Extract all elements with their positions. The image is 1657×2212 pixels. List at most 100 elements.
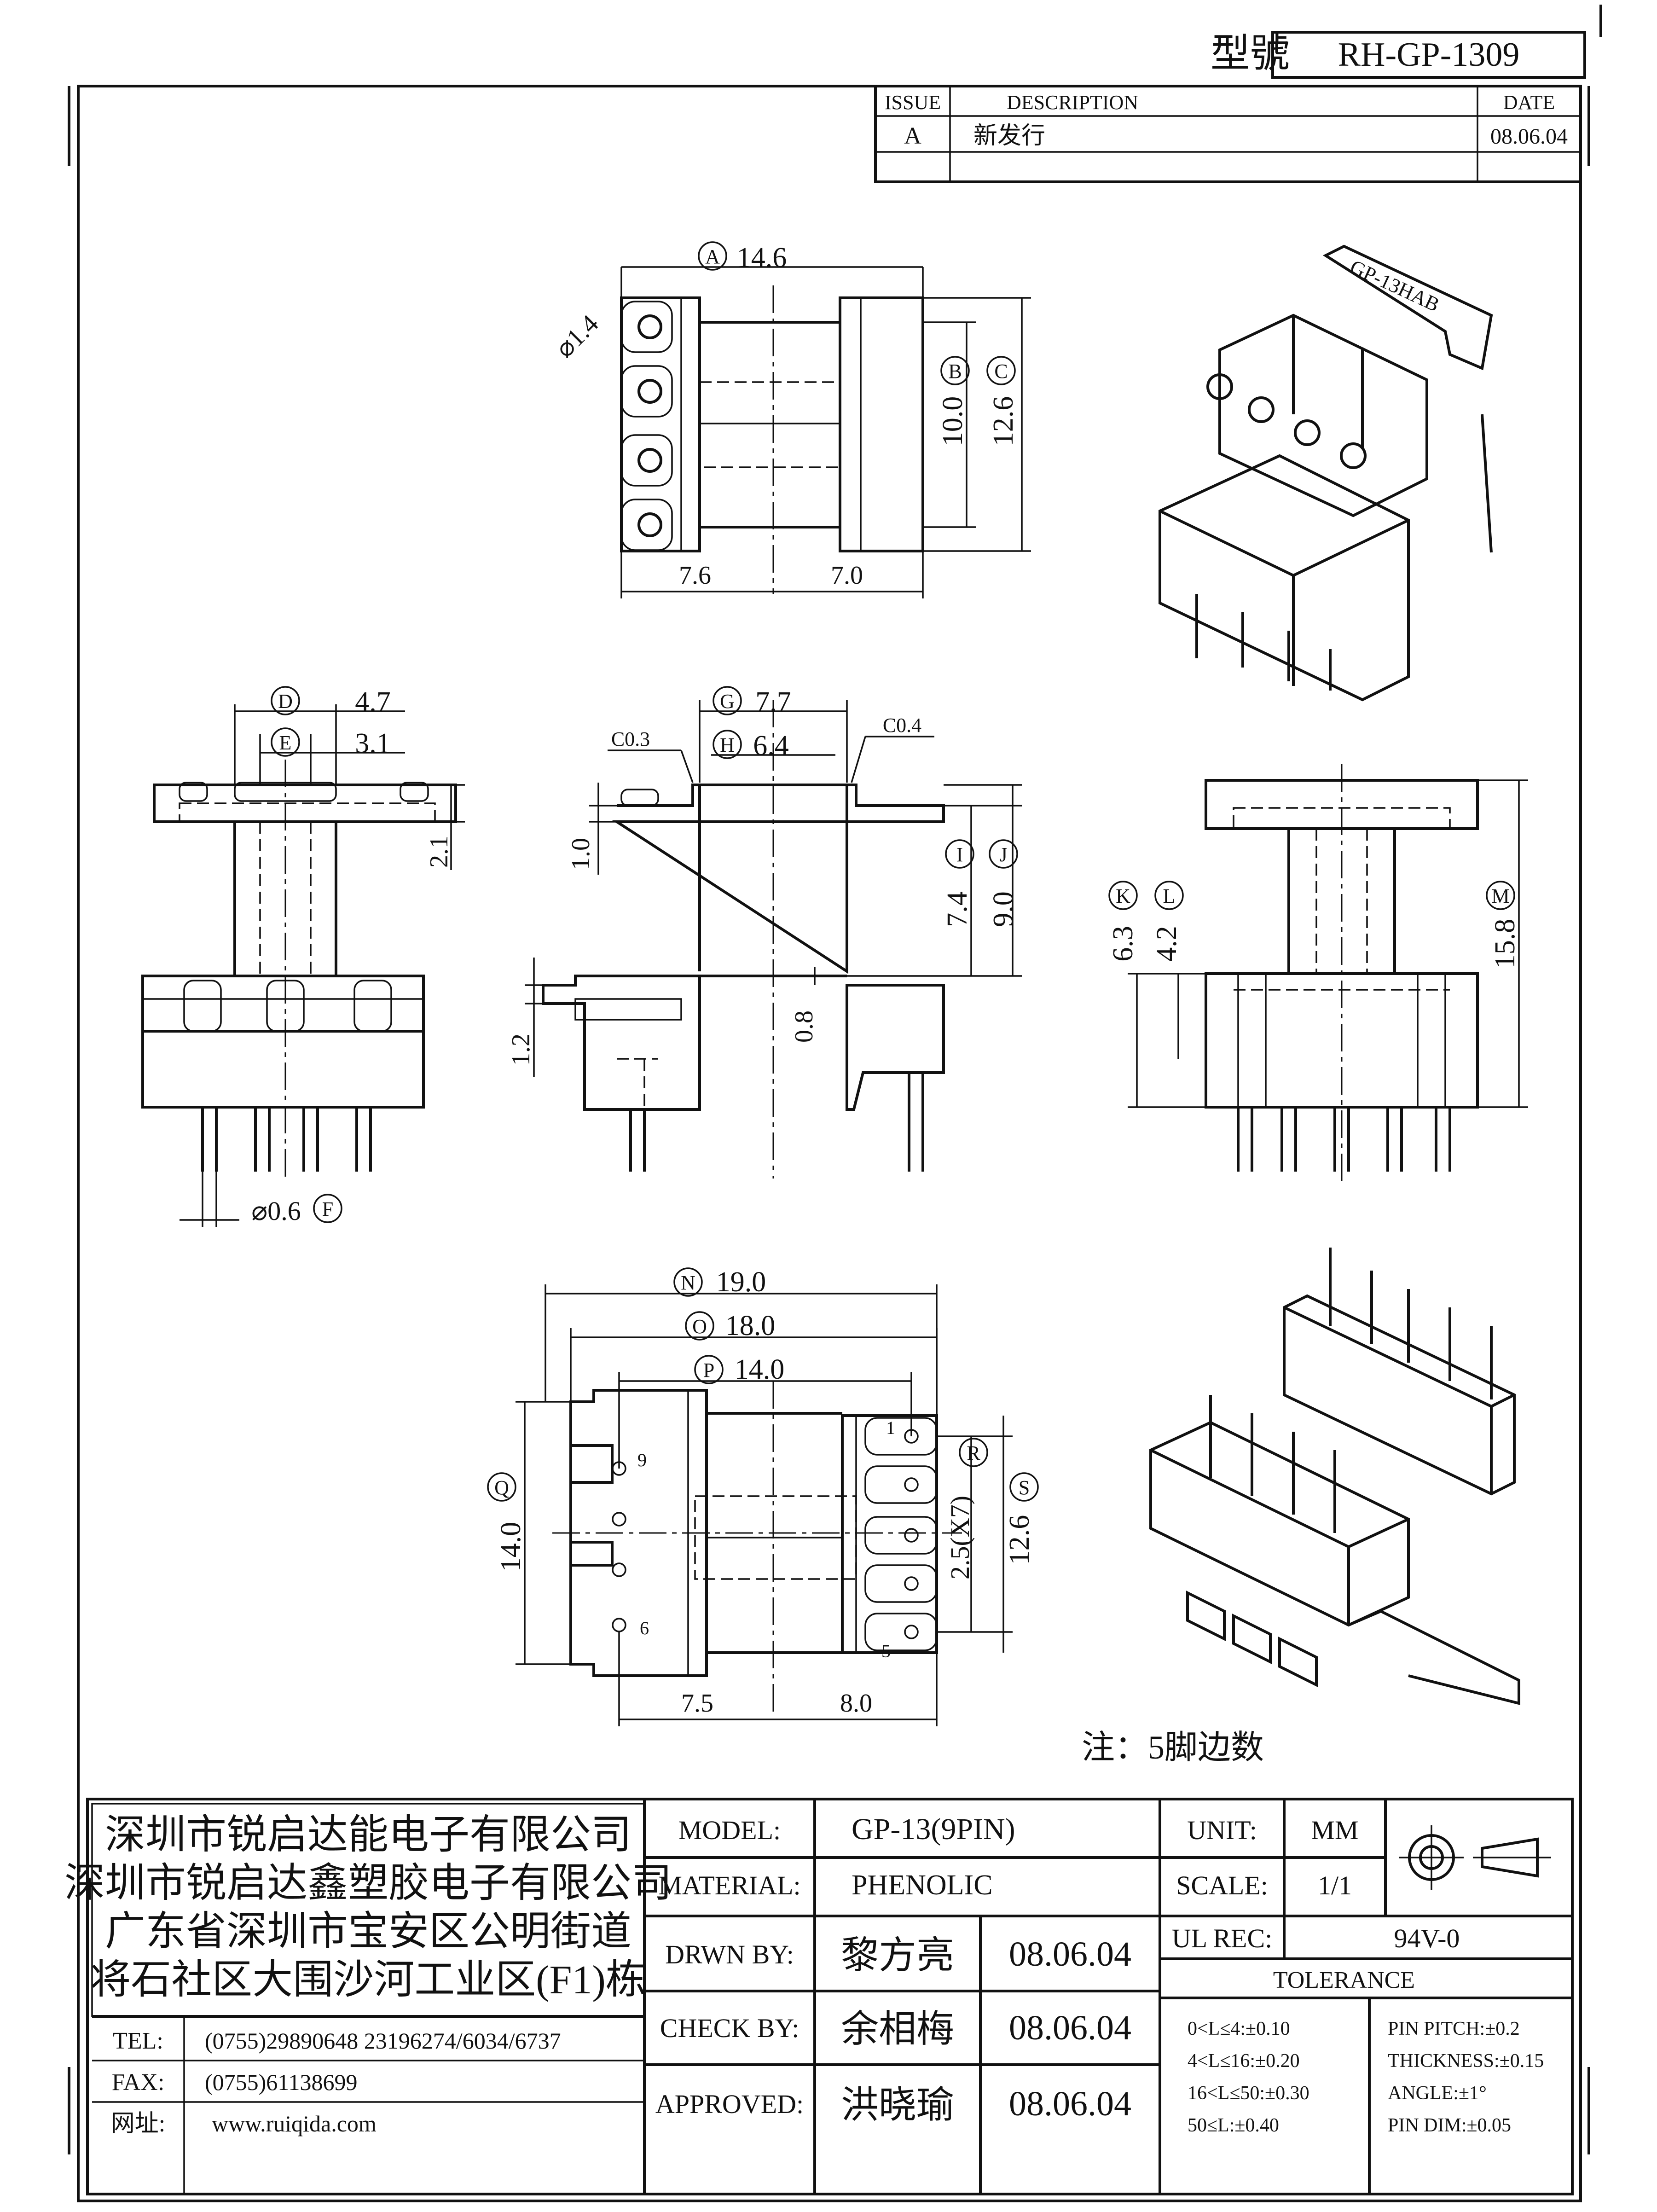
tol-left-3: 16<L≤50:±0.30 [1188,2083,1309,2104]
chamfer-c04: C0.4 [883,714,921,737]
pin-1-label: 1 [886,1417,895,1438]
pin-9-label: 9 [637,1450,647,1470]
pin-slots [864,1417,938,1651]
dim-K-tag: K [1116,885,1130,907]
pin-5-label: 5 [881,1641,891,1661]
dim-D-value: 4.7 [355,686,391,718]
company-line-1: 深圳市锐启达能电子有限公司 [105,1813,632,1858]
model-field-value: GP-13(9PIN) [852,1812,1015,1846]
dim-A-tag: A [705,245,720,268]
approved-date: 08.06.04 [1009,2084,1131,2123]
title-block: 深圳市锐启达能电子有限公司 深圳市锐启达鑫塑胶电子有限公司 广东省深圳市宝安区公… [64,1798,1574,2195]
iso-view-bottom [1149,1248,1520,1705]
model-header: 型號 RH-GP-1309 [1211,31,1586,79]
dim-S-tag: S [1019,1476,1030,1499]
ul-value: 94V-0 [1394,1923,1460,1953]
dim-L-tag: L [1163,885,1176,907]
dim-C-tag: C [994,360,1008,383]
drwn-date: 08.06.04 [1009,1935,1131,1974]
dim-C-value: 12.6 [988,396,1019,447]
col-issue-header: ISSUE [885,91,941,114]
dim-H-value: 6.4 [753,730,789,761]
revision-table: ISSUE DESCRIPTION DATE A 新发行 08.06.04 [874,85,1582,183]
model-label: 型號 [1211,31,1290,75]
dim-side-height: 2.1 [425,836,453,868]
dim-O-value: 18.0 [725,1310,776,1341]
company-line-3: 广东省深圳市宝安区公明街道 [105,1910,632,1954]
dim-I-value: 7.4 [942,891,973,927]
drwn-name: 黎方亮 [841,1934,954,1976]
chamfer-c03: C0.3 [611,728,650,750]
tol-right-1: PIN PITCH:±0.2 [1388,2018,1520,2039]
pin-6-label: 6 [640,1618,649,1638]
tol-left-1: 0<L≤4:±0.10 [1188,2018,1290,2039]
scale-label: SCALE: [1176,1870,1268,1900]
projection-symbol-icon [1399,1825,1551,1890]
tol-left-4: 50≤L:±0.40 [1188,2115,1279,2136]
dim-F-value: ⌀0.6 [251,1196,301,1226]
dim-O-tag: O [692,1315,707,1338]
approved-label: APPROVED: [655,2089,804,2119]
pin-crosshairs [612,1429,919,1639]
dim-L-value: 4.2 [1151,926,1182,962]
dim-Q-value: 14.0 [495,1522,527,1572]
revision-description: 新发行 [973,123,1045,149]
check-label: CHECK BY: [660,2013,799,2043]
fax-label: FAX: [112,2069,165,2096]
dim-E-tag: E [279,732,292,754]
ul-label: UL REC: [1172,1923,1273,1953]
company-line-2: 深圳市锐启达鑫塑胶电子有限公司 [64,1861,672,1906]
front-view: G 7.7 H 6.4 C0.3 C0.4 1.0 I 7.4 J 9.0 1.… [507,686,1022,1179]
scale-value: 1/1 [1318,1870,1352,1900]
dim-K-value: 6.3 [1107,926,1139,962]
dim-M-value: 15.8 [1489,919,1521,969]
dim-R-tag: R [967,1442,980,1464]
dim-B-tag: B [948,360,962,383]
dim-F-tag: F [322,1198,333,1220]
company-line-4: 将石社区大围沙河工业区(F1)栋 [90,1958,646,2003]
check-date: 08.06.04 [1009,2009,1131,2047]
unit-label: UNIT: [1187,1815,1257,1845]
check-name: 余相梅 [841,2008,954,2050]
dim-D-tag: D [278,690,293,713]
unit-value: MM [1311,1815,1358,1845]
sheet-border [68,5,1602,2202]
col-date-header: DATE [1503,91,1555,114]
side-view: D 4.7 E 3.1 2.1 ⌀0.6 F [141,686,465,1227]
dim-I-tag: I [956,843,963,866]
dim-J-tag: J [999,843,1007,866]
web-label: 网址: [111,2111,165,2137]
iso-view-top: GP-13HAB [1159,244,1493,702]
tol-right-2: THICKNESS:±0.15 [1388,2050,1544,2072]
dim-v12: 1.2 [507,1033,535,1066]
material-label: MATERIAL: [658,1870,800,1900]
dim-P-tag: P [703,1359,714,1382]
tel-value: (0755)29890648 23196274/6034/6737 [205,2028,561,2054]
dim-A-value: 14.6 [737,242,787,273]
dim-v08: 0.8 [790,1010,818,1043]
web-value: www.ruiqida.com [212,2111,377,2137]
model-number: RH-GP-1309 [1338,36,1520,74]
col-description-header: DESCRIPTION [1007,91,1138,114]
dim-P-value: 14.0 [735,1354,785,1385]
dim-B-value: 10.0 [937,396,968,447]
pin-lugs [620,301,673,551]
dim-bottom-left: 7.5 [681,1689,713,1718]
dim-G-tag: G [720,690,735,713]
tol-right-4: PIN DIM:±0.05 [1388,2115,1511,2136]
fax-value: (0755)61138699 [205,2069,357,2095]
drwn-label: DRWN BY: [665,1939,794,1969]
dim-R-value: 2.5(X7) [945,1496,975,1579]
tel-label: TEL: [113,2028,163,2054]
approved-name: 洪晓瑜 [841,2084,954,2126]
dim-v10: 1.0 [567,838,595,870]
right-view: K 6.3 L 4.2 M 15.8 [1107,764,1528,1183]
pin-side-note: 注：5脚边数 [1082,1729,1264,1766]
top-view: A 14.6 B 10.0 C 12.6 ⌀1.4 7.6 7.0 [550,241,1031,598]
tol-right-3: ANGLE:±1° [1388,2083,1487,2104]
revision-date: 08.06.04 [1490,124,1568,149]
tol-left-2: 4<L≤16:±0.20 [1188,2050,1300,2072]
material-value: PHENOLIC [852,1869,993,1901]
